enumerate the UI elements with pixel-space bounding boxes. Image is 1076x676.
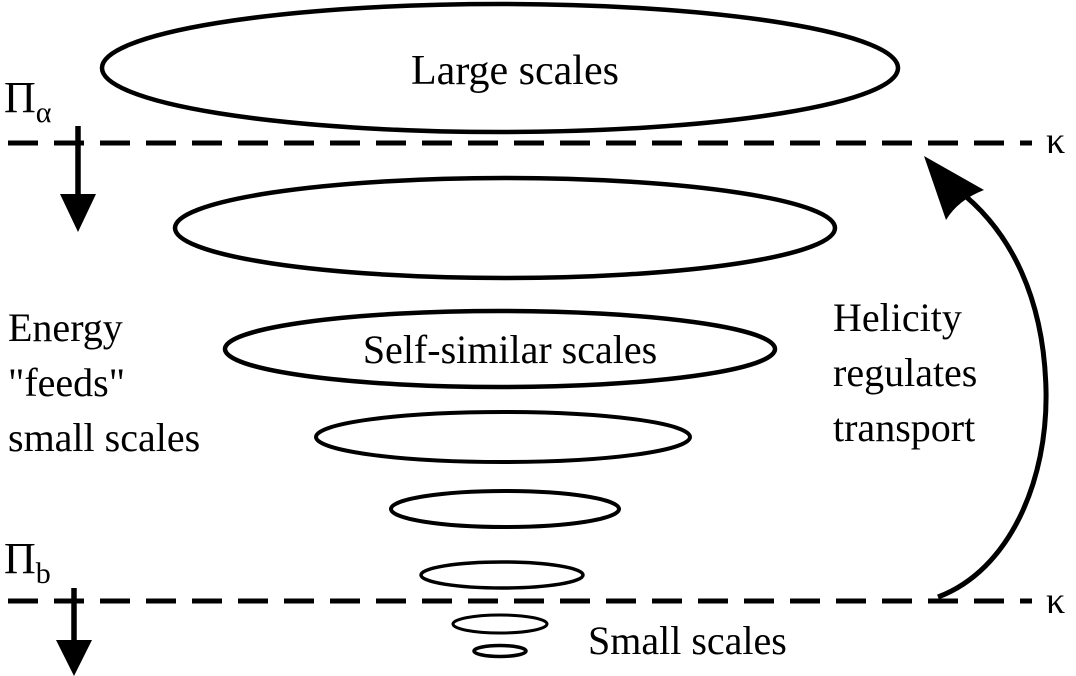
helicity-caption-line1: Helicity <box>833 295 962 340</box>
cascade-ellipse-1 <box>99 1 901 135</box>
cascade-ellipse-5 <box>389 489 621 529</box>
kappa-bottom-label: κ <box>1046 580 1065 622</box>
helicity-feedback-arrow-icon <box>924 156 1049 600</box>
large-scales-label: Large scales <box>411 48 619 94</box>
energy-caption-line1: Energy <box>8 305 123 350</box>
pi-b-symbol: Π <box>4 534 36 583</box>
cascade-ellipse-3 <box>222 308 778 390</box>
cascade-ellipse-7 <box>451 613 549 635</box>
pi-b-label: Πb <box>4 534 51 590</box>
ellipse-cascade <box>99 1 901 659</box>
energy-feeds-caption: Energy "feeds" small scales <box>8 305 200 460</box>
kappa-top-label: κ <box>1046 120 1065 162</box>
pi-alpha-subscript: α <box>36 96 52 129</box>
cascade-ellipse-2 <box>172 175 838 281</box>
pi-alpha-label: Πα <box>4 73 52 129</box>
cascade-ellipse-6 <box>419 560 585 590</box>
helicity-caption-line2: regulates <box>833 350 977 395</box>
pi-alpha-symbol: Π <box>4 73 36 122</box>
flux-arrow-bottom-icon <box>56 588 92 676</box>
helicity-caption: Helicity regulates transport <box>833 295 977 450</box>
self-similar-scales-label: Self-similar scales <box>363 327 657 372</box>
energy-caption-line2: "feeds" <box>8 360 125 405</box>
helicity-caption-line3: transport <box>833 405 975 450</box>
cascade-ellipse-4 <box>314 410 692 464</box>
small-scales-label: Small scales <box>588 618 787 663</box>
cascade-ellipse-8 <box>472 643 528 659</box>
flux-arrow-top-icon <box>60 126 96 232</box>
pi-b-subscript: b <box>36 557 51 590</box>
energy-caption-line3: small scales <box>8 415 200 460</box>
